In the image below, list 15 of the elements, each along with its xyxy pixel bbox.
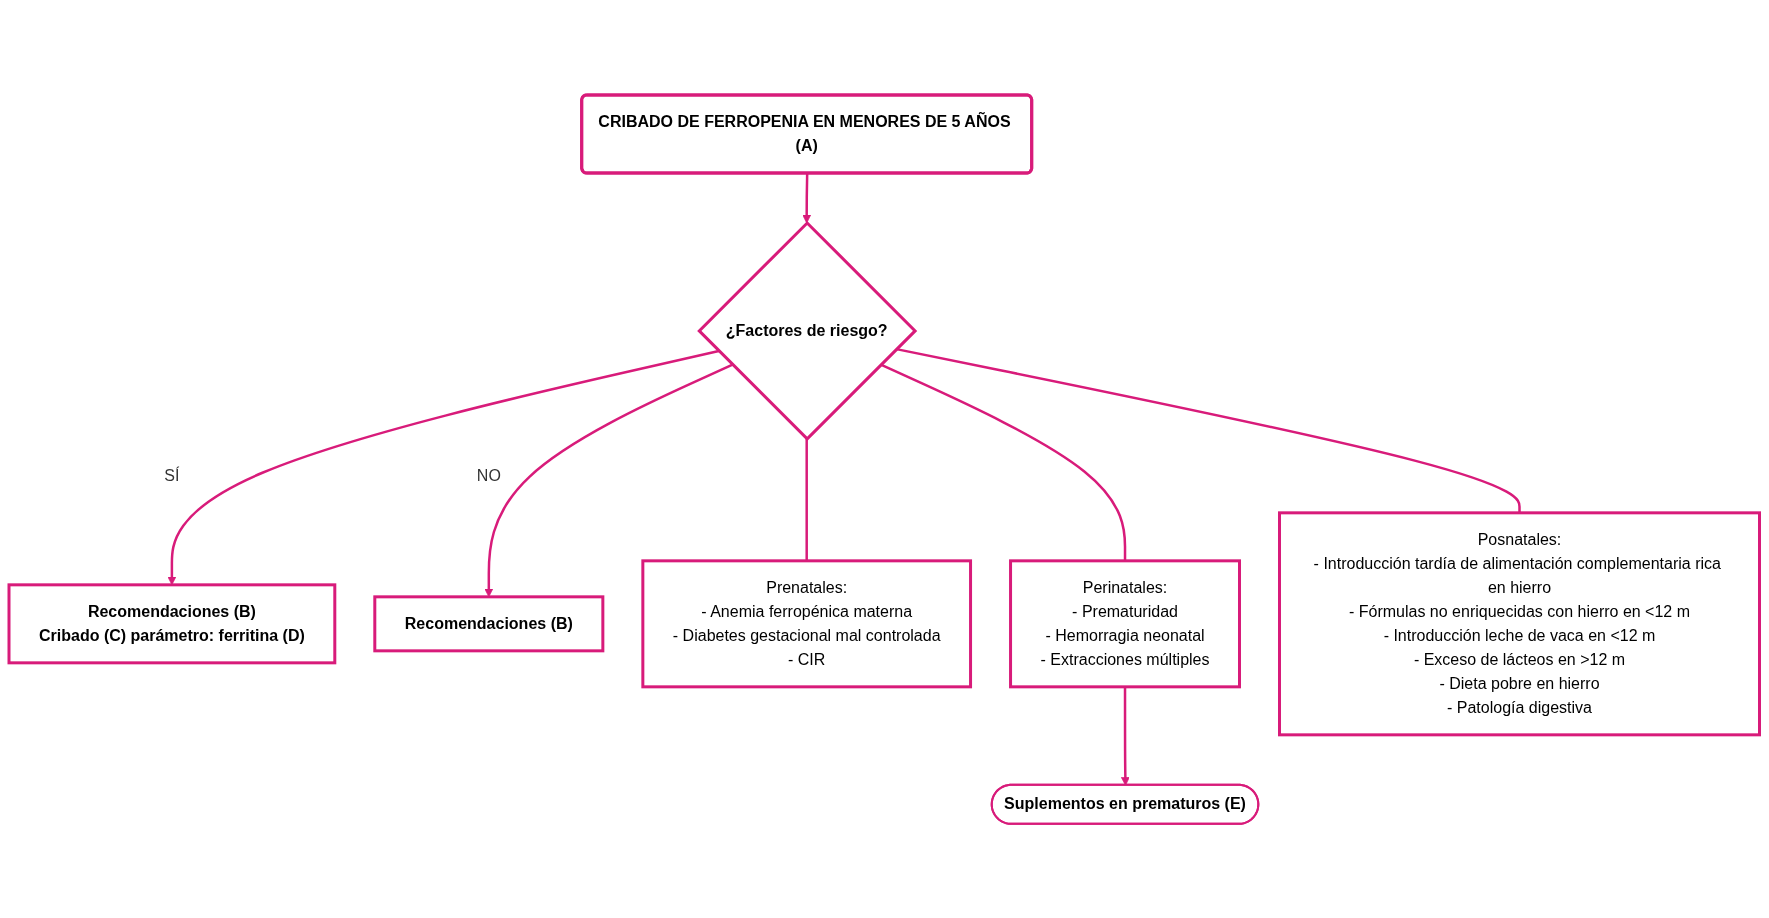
arrow xyxy=(167,349,720,585)
node-box: Recomendaciones (B) xyxy=(373,594,605,652)
arrow xyxy=(1121,686,1130,786)
arrow xyxy=(802,173,812,223)
node-diamond: ¿Factores de riesgo? xyxy=(697,220,918,441)
node-box: Prenatales: - Anemia ferropénica materna - Diabetes gestacional mal controlada - CIR xyxy=(641,558,973,688)
connector xyxy=(896,347,1521,513)
connector xyxy=(805,438,809,561)
connector xyxy=(880,363,1127,561)
edge-label: SÍ xyxy=(164,466,180,484)
edge-label: NO xyxy=(477,466,502,484)
node-box: Recomendaciones (B) Cribado (C) parámetro: ferritina (D) xyxy=(7,582,337,664)
node-box: Perinatales: - Prematuridad - Hemorragia neonatal - Extracciones múltiples xyxy=(1009,558,1242,688)
arrow xyxy=(484,363,734,597)
node-box: Posnatales: - Introducción tardía de alimentación complementaria rica en hierro - Fórmulas no enriquecidas con hierro en <12 m - Introducción leche de vaca en <12 m - Exceso de lácteos en >12 m - Dieta pobre en hierro - Patología digestiva xyxy=(1278,510,1762,736)
